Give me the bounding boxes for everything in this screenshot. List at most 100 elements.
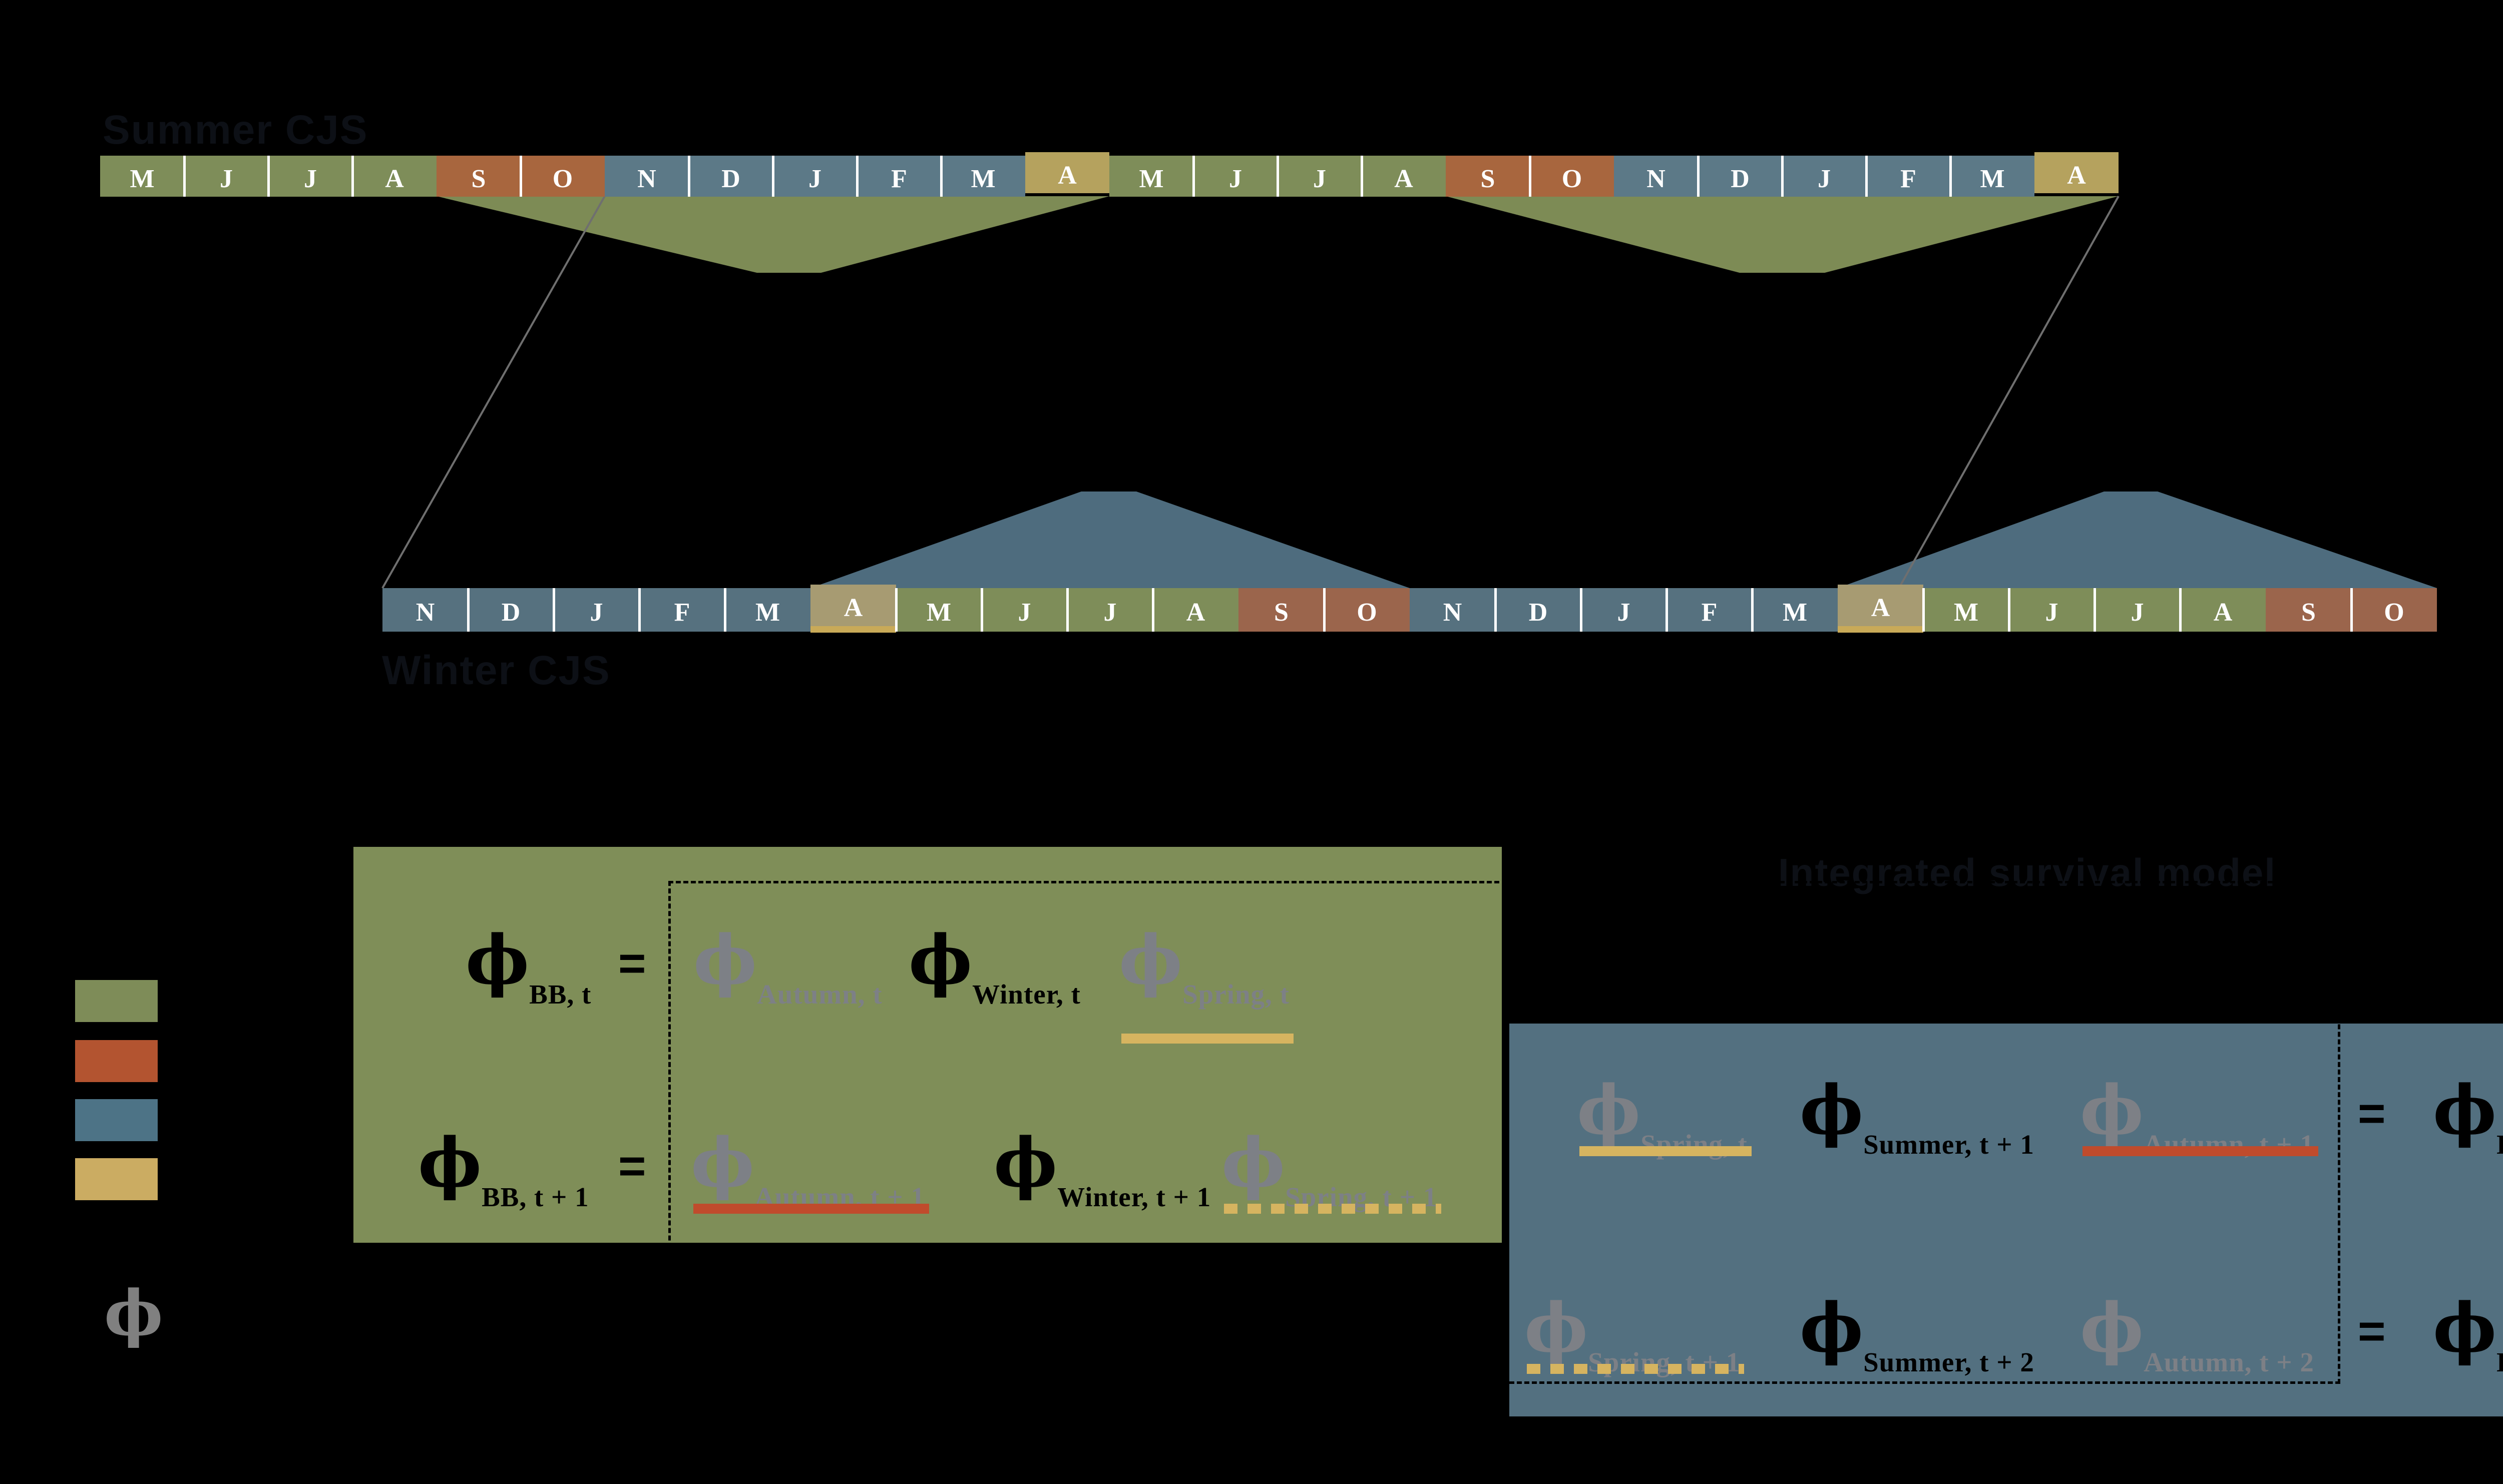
month-cell-n: N: [382, 588, 468, 632]
phi-glyph: ϕ: [994, 1123, 1058, 1202]
month-cell-m: M: [1949, 156, 2034, 197]
month-cell-a: A: [2034, 152, 2119, 193]
month-cell-o: O: [2350, 588, 2437, 632]
summer-funnel-year2: [1446, 196, 2119, 273]
month-cell-m: M: [1922, 588, 2009, 632]
month-cell-j: J: [1192, 156, 1278, 197]
phi-glyph: ϕ: [2080, 1070, 2144, 1150]
phi-bw-t1: ϕBW, t + 1: [2433, 1294, 2503, 1376]
phi-bb-t1: ϕBB, t + 1: [418, 1129, 589, 1211]
month-cell-j: J: [2008, 588, 2095, 632]
term-underline-red-solid: [2082, 1146, 2318, 1156]
month-cell-j: J: [1580, 588, 1666, 632]
summer-cjs-title: Summer CJS: [103, 107, 368, 153]
phi-subscript: Summer, t + 1: [1863, 1129, 2034, 1160]
month-cell-m: M: [1751, 588, 1838, 632]
phi-subscript: BW, t: [2496, 1129, 2503, 1160]
month-cell-n: N: [605, 156, 689, 197]
month-cell-d: D: [1494, 588, 1581, 632]
month-cell-s: S: [437, 156, 521, 197]
winter-cjs-title: Winter CJS: [382, 648, 611, 693]
term-underline-yellow-solid: [1121, 1034, 1294, 1044]
phi-subscript: Winter, t: [972, 979, 1081, 1010]
month-cell-m: M: [940, 156, 1025, 197]
month-cell-n: N: [1614, 156, 1698, 197]
winter-funnel-year2: [1838, 491, 2437, 588]
month-cell-f: F: [1665, 588, 1752, 632]
month-cell-j: J: [553, 588, 639, 632]
connector-line-right: [1899, 196, 2120, 587]
month-cell-m: M: [100, 156, 184, 197]
phi-glyph: ϕ: [1524, 1288, 1588, 1367]
summer-cjs-equation-box: [353, 847, 1502, 1243]
phi-glyph: ϕ: [691, 1123, 755, 1202]
month-cell-f: F: [856, 156, 941, 197]
legend-phi-symbol: ϕ: [104, 1277, 163, 1350]
summer-funnel-year1: [437, 196, 1109, 273]
month-cell-f: F: [1865, 156, 1950, 197]
phi-glyph: ϕ: [1800, 1070, 1864, 1150]
month-cell-o: O: [1529, 156, 1614, 197]
equals-sign: =: [2358, 1087, 2386, 1140]
phi-subscript: BB, t + 1: [482, 1182, 589, 1212]
phi-subscript: Spring, t: [1182, 979, 1290, 1010]
phi-bb-t: ϕBB, t: [466, 926, 591, 1008]
legend-swatch-autumn: [75, 1040, 158, 1082]
month-cell-m: M: [895, 588, 982, 632]
month-cell-o: O: [520, 156, 605, 197]
month-cell-j: J: [2094, 588, 2180, 632]
phi-autumn-t1-blue: ϕAutumn, t + 1: [2080, 1076, 2318, 1158]
month-cell-d: D: [1697, 156, 1782, 197]
month-cell-j: J: [1781, 156, 1866, 197]
month-cell-a: A: [1361, 156, 1446, 197]
phi-winter-t: ϕWinter, t: [909, 926, 1081, 1008]
phi-glyph: ϕ: [2080, 1288, 2144, 1367]
shared-seasons-dashed-outline: [668, 881, 2340, 1384]
phi-subscript: Winter, t + 1: [1057, 1182, 1211, 1212]
connector-line-left: [381, 196, 606, 589]
month-cell-s: S: [1238, 588, 1324, 632]
phi-glyph: ϕ: [693, 920, 757, 1000]
phi-spring-t1: ϕSpring, t + 1: [1221, 1129, 1442, 1214]
phi-subscript: BW, t + 1: [2496, 1347, 2503, 1377]
phi-bw-t: ϕBW, t: [2433, 1076, 2503, 1158]
month-cell-j: J: [981, 588, 1067, 632]
phi-glyph: ϕ: [1221, 1123, 1286, 1202]
month-cell-m: M: [724, 588, 810, 632]
legend-swatch-april: [75, 1158, 158, 1200]
phi-glyph: ϕ: [1800, 1288, 1864, 1367]
phi-autumn-t: ϕAutumn, t: [693, 926, 883, 1008]
phi-winter-t1: ϕWinter, t + 1: [994, 1129, 1211, 1211]
phi-glyph: ϕ: [466, 920, 530, 1000]
month-cell-a: A: [1025, 152, 1109, 193]
phi-subscript: Autumn, t: [757, 979, 883, 1010]
term-underline-yellow-solid: [1579, 1146, 1752, 1156]
month-cell-j: J: [1066, 588, 1153, 632]
month-cell-s: S: [2266, 588, 2351, 632]
month-cell-j: J: [772, 156, 857, 197]
phi-summer-t1: ϕSummer, t + 1: [1800, 1076, 2034, 1158]
phi-spring-t-blue: ϕSpring, t: [1577, 1076, 1752, 1158]
month-cell-a: A: [1838, 585, 1923, 633]
month-cell-d: D: [467, 588, 554, 632]
phi-glyph: ϕ: [909, 920, 973, 1000]
phi-glyph: ϕ: [418, 1123, 482, 1202]
phi-spring-t1-blue: ϕSpring, t + 1: [1524, 1294, 1745, 1376]
phi-glyph: ϕ: [1577, 1070, 1641, 1150]
phi-autumn-t2: ϕAutumn, t + 2: [2080, 1294, 2314, 1376]
phi-subscript: Autumn, t + 2: [2144, 1347, 2314, 1377]
equals-sign: =: [618, 937, 646, 990]
month-cell-a: A: [2179, 588, 2266, 632]
legend-swatch-summer: [75, 980, 158, 1022]
phi-subscript: Summer, t + 2: [1863, 1347, 2034, 1377]
month-cell-a: A: [351, 156, 437, 197]
term-underline-red-solid: [693, 1204, 929, 1214]
month-cell-s: S: [1446, 156, 1530, 197]
phi-glyph: ϕ: [1119, 920, 1183, 1000]
integrated-model-title: Integrated survival model: [1778, 850, 2276, 894]
phi-spring-t: ϕSpring, t: [1119, 926, 1294, 1044]
term-underline-yellow-dashed: [1224, 1204, 1442, 1214]
month-cell-a: A: [1152, 588, 1238, 632]
